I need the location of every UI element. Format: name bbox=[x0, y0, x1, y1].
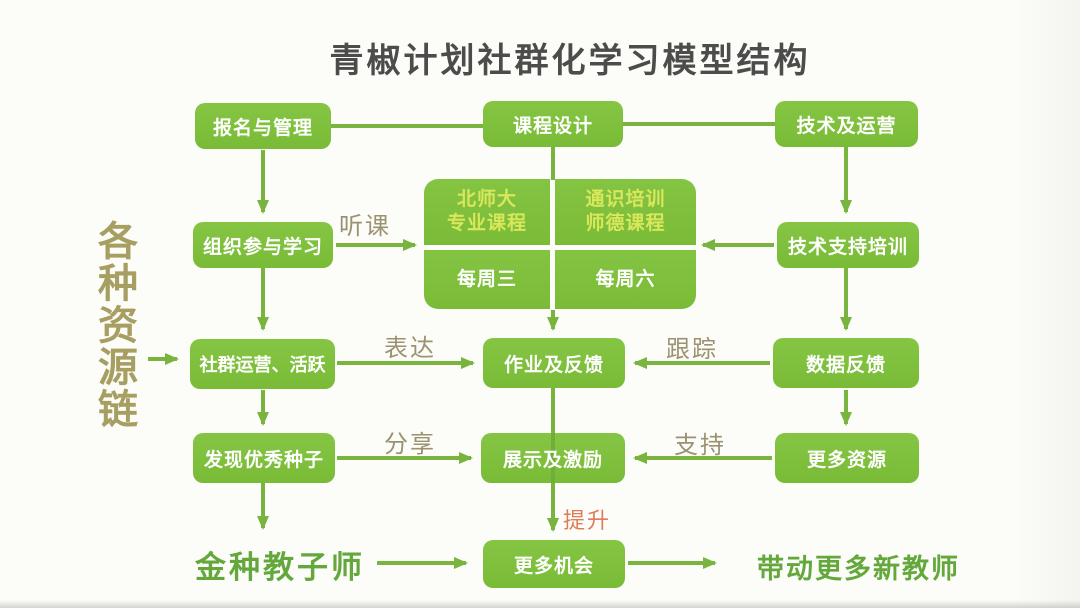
node-showcase-incentive: 展示及激励 bbox=[481, 433, 625, 483]
page-bottom-edge bbox=[0, 600, 1080, 608]
grid-cell-every-saturday: 每周六 bbox=[555, 250, 696, 309]
node-organize-learning: 组织参与学习 bbox=[193, 222, 333, 268]
edge-label-track: 跟踪 bbox=[666, 336, 718, 363]
node-tech-support-training: 技术支持培训 bbox=[777, 222, 919, 268]
edge-label-support: 支持 bbox=[674, 432, 726, 459]
diagram-title: 青椒计划社群化学习模型结构 bbox=[329, 42, 811, 80]
edge-label-share: 分享 bbox=[384, 431, 436, 458]
node-homework-feedback: 作业及反馈 bbox=[483, 338, 625, 388]
node-course-grid: 北师大 专业课程 通识培训 师德课程 每周三 每周六 bbox=[424, 179, 696, 309]
side-label-resource-chain: 各种资源链 bbox=[92, 220, 136, 430]
node-community-operation: 社群运营、活跃 bbox=[190, 339, 335, 389]
edge-label-improve: 提升 bbox=[563, 508, 612, 533]
node-more-resources: 更多资源 bbox=[775, 433, 919, 483]
node-more-opportunities: 更多机会 bbox=[483, 540, 625, 588]
node-showcase-incentive-label: 展示及激励 bbox=[502, 449, 603, 471]
label-drive-more-new-teachers: 带动更多新教师 bbox=[757, 554, 960, 584]
edge-label-listen: 听课 bbox=[339, 213, 391, 240]
grid-cell-general-ethics-courses: 通识培训 师德课程 bbox=[555, 179, 696, 245]
node-course-design: 课程设计 bbox=[483, 101, 623, 147]
page-right-shading bbox=[1010, 0, 1080, 608]
node-discover-seeds: 发现优秀种子 bbox=[193, 433, 335, 483]
grid-cell-every-wednesday: 每周三 bbox=[424, 250, 550, 309]
node-tech-operations: 技术及运营 bbox=[775, 101, 918, 147]
node-data-feedback: 数据反馈 bbox=[773, 338, 919, 388]
edge-label-express: 表达 bbox=[384, 335, 436, 362]
node-signup-management: 报名与管理 bbox=[195, 103, 331, 149]
grid-cell-bnu-professional-courses: 北师大 专业课程 bbox=[424, 179, 550, 245]
through-line bbox=[551, 433, 555, 483]
label-gold-seed-teachers: 金种教子师 bbox=[195, 550, 365, 585]
